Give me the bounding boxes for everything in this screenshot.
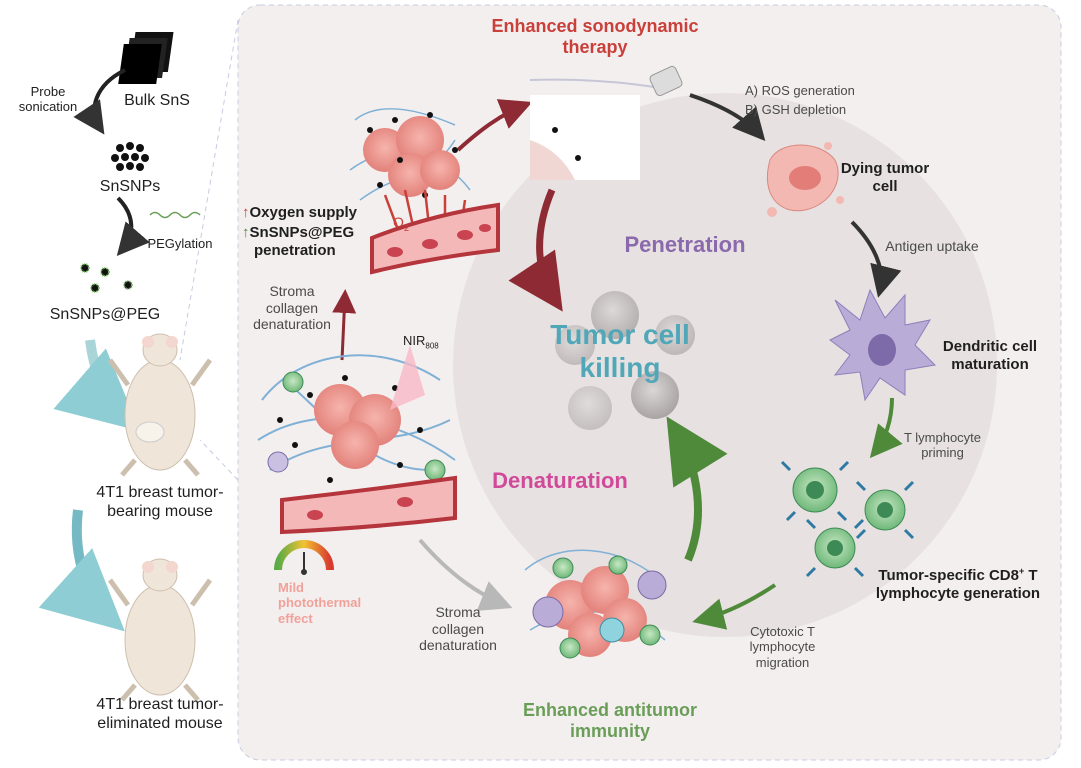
dying-cell-label: Dying tumor cell	[840, 160, 930, 195]
nir-beam	[390, 345, 425, 410]
nir-label: NIR808	[403, 333, 439, 351]
dying-tumor-cell-icon	[766, 142, 844, 217]
mouse-eliminated-icon	[107, 558, 213, 702]
arrow-injection-1	[53, 339, 141, 432]
arrow-to-dying	[689, 93, 766, 141]
antigen-uptake-label: Antigen uptake	[885, 238, 979, 254]
denaturation-label: Denaturation	[492, 468, 628, 493]
arrow-stroma-down	[418, 538, 513, 611]
tumor-killing-label: Tumor cell killing	[550, 319, 690, 384]
thermometer-gauge-icon	[274, 540, 334, 575]
sdt-tumor-patch	[530, 95, 640, 180]
penetration-label: Penetration	[624, 232, 746, 257]
peg-wave-icon	[149, 211, 201, 219]
mild-photothermal-label: Mild photothermal effect	[278, 580, 362, 626]
killed-tumor-cells	[555, 291, 695, 430]
t-priming-label: T lymphocyte priming	[903, 430, 982, 461]
mouse-bearing-label: 4T1 breast tumor-bearing mouse	[96, 484, 224, 520]
o2-label: O2	[393, 214, 409, 233]
sdt-title: Enhanced sonodynamic therapy	[491, 16, 699, 58]
tumor-cluster-top	[349, 108, 471, 201]
collagen-tumor-cluster	[257, 354, 456, 483]
ros-generation-label: A) ROS generation	[745, 83, 855, 98]
dendritic-cell-label: Dendritic cell maturation	[942, 338, 1038, 373]
arrow-antigen-uptake	[850, 220, 902, 298]
dendritic-cell-icon	[829, 288, 937, 402]
oxygen-supply-label: ↑Oxygen supply	[242, 204, 358, 221]
arrow-cytotoxic-migration	[692, 583, 777, 630]
pegylation-label: PEGylation	[147, 236, 213, 251]
arrow-priming	[869, 397, 903, 459]
snsnps-label: SnSNPs	[99, 178, 161, 195]
bulk-sns-label: Bulk SnS	[124, 92, 190, 109]
immunity-title: Enhanced antitumor immunity	[522, 700, 697, 742]
arrow-injection-2	[38, 509, 125, 632]
stroma-bottom-label: Stroma collagen denaturation	[419, 604, 497, 654]
mouse-eliminated-label: 4T1 breast tumor-eliminated mouse	[96, 696, 224, 732]
zoom-guide-top	[179, 19, 239, 361]
arrow-immunity-to-killing	[666, 416, 728, 562]
blood-vessel-bottom	[280, 475, 457, 535]
cd8-label: Tumor-specific CD8+ T lymphocyte generat…	[875, 566, 1041, 602]
arrow-pegylation	[116, 196, 150, 257]
bulk-sns-icon	[118, 32, 174, 84]
gsh-depletion-label: B) GSH depletion	[745, 102, 847, 117]
t-lymphocytes-icon	[780, 460, 915, 578]
snsnps-icon	[111, 142, 149, 171]
arrow-stroma-up	[332, 289, 357, 361]
arrow-to-sdt	[456, 99, 533, 152]
blood-vessel-top	[370, 202, 500, 275]
zoom-guide-bottom	[199, 439, 239, 481]
cytotoxic-label: Cytotoxic T lymphocyte migration	[749, 624, 816, 670]
immunity-tumor-cluster	[524, 549, 667, 659]
mouse-bearing-icon	[107, 333, 213, 477]
snsnps-peg-icon	[80, 263, 133, 293]
arrow-sonication	[73, 68, 126, 135]
probe-sonication-label: Probe sonication	[18, 84, 78, 115]
stroma-top-label: Stroma collagen denaturation	[253, 283, 331, 333]
arrow-sdt-to-killing	[508, 188, 563, 312]
snsnps-peg-label: SnSNPs@PEG	[49, 306, 161, 323]
